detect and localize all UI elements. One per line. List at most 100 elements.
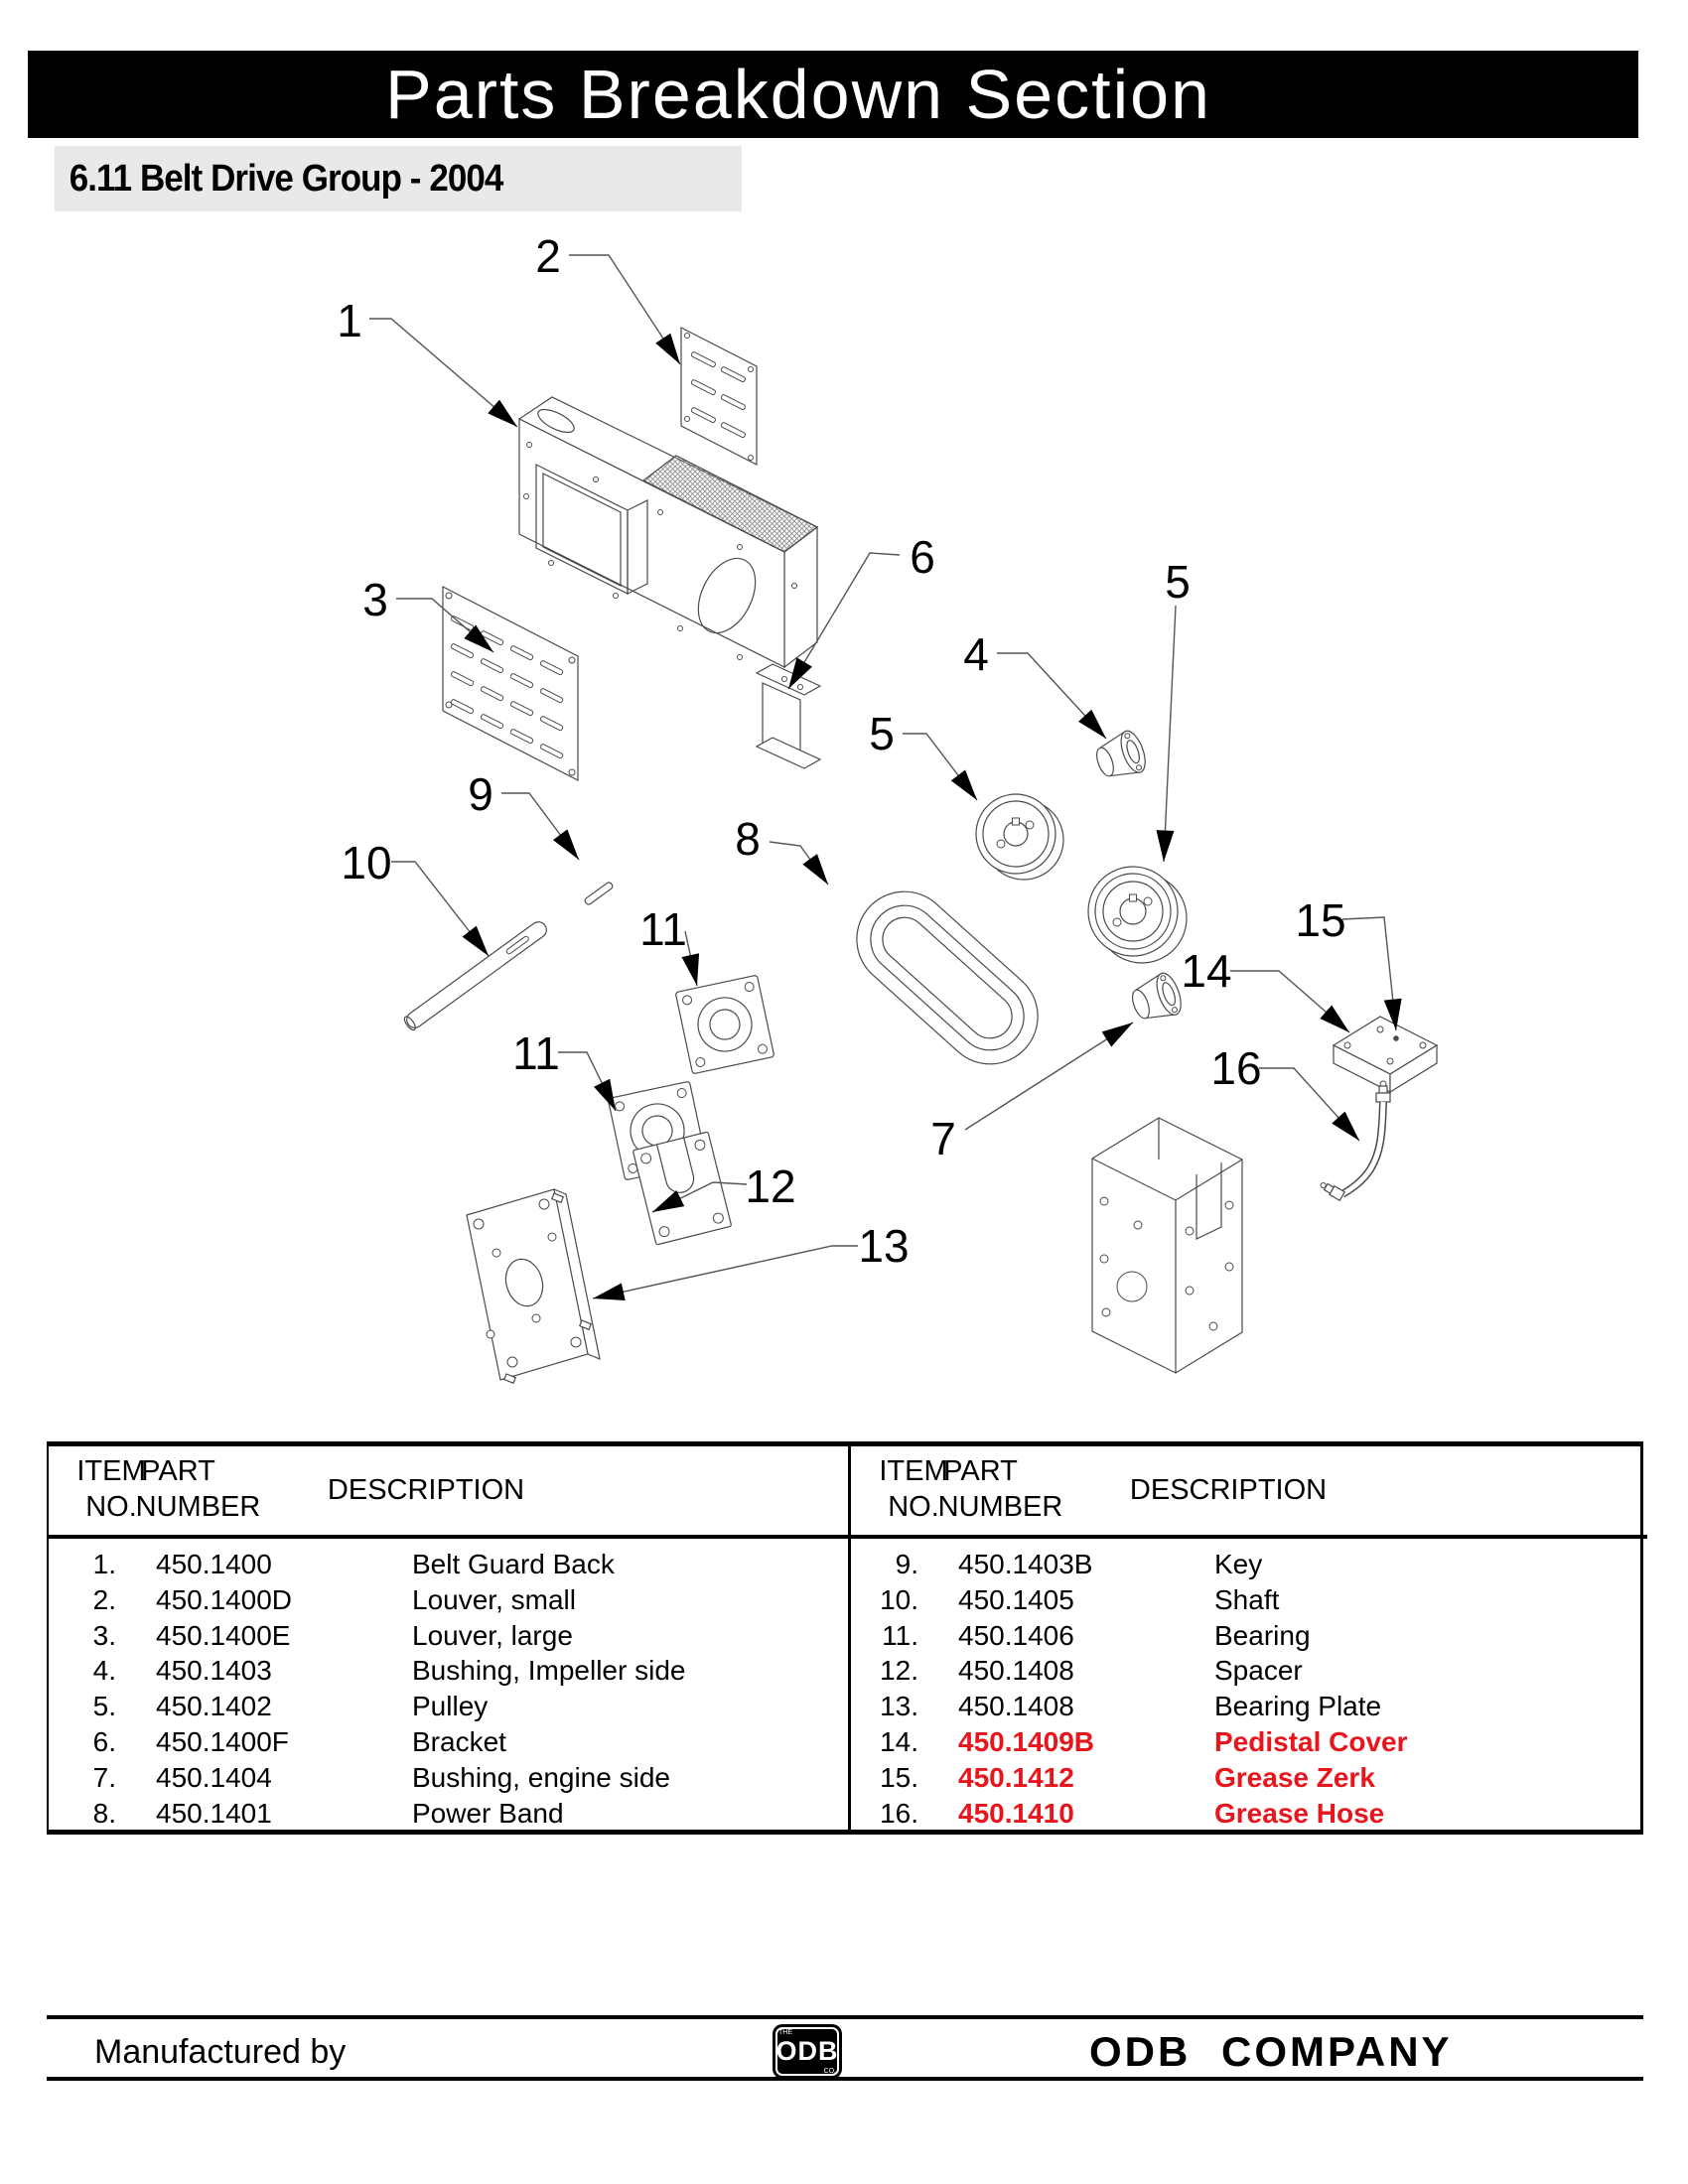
item-no-cell: 15.: [880, 1761, 918, 1793]
parts-table-left: ITEM NO. PART NUMBER DESCRIPTION 1. 450.1…: [49, 1446, 848, 1830]
description-cell: Louver, small: [412, 1583, 576, 1615]
grease-zerk-part: [1393, 1035, 1399, 1041]
footer: Manufactured by THE ODB CO. ODB COMPANY: [47, 2015, 1643, 2081]
odb-logo: THE ODB CO.: [773, 2024, 842, 2079]
description-cell: Pedistal Cover: [1214, 1725, 1408, 1757]
bolt-holes: [523, 442, 797, 660]
callout-5: 5: [869, 708, 978, 801]
louver-slots: [450, 615, 564, 759]
part-number-cell: 450.1408: [958, 1655, 1074, 1687]
description-cell: Bearing: [1214, 1619, 1311, 1651]
table-row: 4. 450.1403 Bushing, Impeller side: [49, 1653, 848, 1689]
part-number-cell: 450.1404: [156, 1761, 272, 1793]
part-number-cell: 450.1402: [156, 1691, 272, 1722]
item-no-cell: 16.: [880, 1797, 918, 1829]
item-no-cell: 2.: [92, 1583, 116, 1615]
description-cell: Bushing, Impeller side: [412, 1655, 686, 1687]
callout-16: 16: [1210, 1042, 1360, 1142]
svg-text:15: 15: [1295, 894, 1345, 946]
description-cell: Grease Hose: [1214, 1797, 1385, 1829]
part-number-cell: 450.1408: [958, 1691, 1074, 1722]
callout-1: 1: [337, 295, 518, 428]
description-cell: Louver, large: [412, 1619, 573, 1651]
col-desc-header: DESCRIPTION: [1129, 1474, 1328, 1506]
section-title: 6.11 Belt Drive Group - 2004: [69, 157, 504, 200]
svg-text:14: 14: [1181, 945, 1231, 997]
svg-text:16: 16: [1210, 1042, 1261, 1094]
svg-text:2: 2: [535, 230, 561, 282]
part-number-cell: 450.1403: [156, 1655, 272, 1687]
description-cell: Belt Guard Back: [412, 1549, 615, 1579]
spacer-part: [633, 1131, 732, 1246]
part-number-cell: 450.1400D: [156, 1583, 293, 1615]
louver-small-part: [680, 327, 758, 466]
part-number-cell: 450.1401: [156, 1797, 272, 1829]
bushing-impeller-part: [1096, 730, 1146, 777]
svg-text:1: 1: [337, 295, 362, 346]
parts-table-right: ITEM NO. PART NUMBER DESCRIPTION 9.450.1…: [848, 1446, 1647, 1830]
part-number-cell: 450.1409B: [958, 1725, 1095, 1757]
table-row: 1. 450.1400 Belt Guard Back: [49, 1547, 848, 1582]
power-band-part: [856, 890, 1039, 1065]
item-no-cell: 3.: [92, 1619, 116, 1651]
svg-text:12: 12: [745, 1160, 795, 1212]
callout-11: 11: [639, 903, 700, 987]
table-row: 7. 450.1404 Bushing, engine side: [49, 1760, 848, 1796]
callout-7: 7: [930, 1022, 1134, 1164]
company-name: ODB COMPANY: [1089, 2028, 1453, 2075]
description-cell: Bearing Plate: [1214, 1691, 1382, 1722]
page-title-bar: Parts Breakdown Section: [28, 51, 1638, 138]
svg-text:6: 6: [910, 531, 935, 583]
callout-13: 13: [592, 1220, 910, 1301]
key-part: [584, 882, 614, 905]
callout-11: 11: [512, 1027, 617, 1112]
item-no-cell: 1.: [92, 1549, 116, 1579]
col-part-header: PART: [943, 1455, 1018, 1487]
manufactured-by-label: Manufactured by: [94, 2033, 347, 2071]
svg-text:11: 11: [639, 903, 687, 955]
svg-text:4: 4: [963, 628, 989, 680]
svg-text:8: 8: [735, 813, 761, 865]
table-header-left: ITEM NO. PART NUMBER DESCRIPTION: [49, 1446, 848, 1539]
svg-text:11: 11: [512, 1027, 560, 1079]
svg-text:13: 13: [858, 1220, 909, 1272]
callout-9: 9: [468, 768, 580, 861]
table-header-right: ITEM NO. PART NUMBER DESCRIPTION: [851, 1446, 1647, 1539]
table-row: 2. 450.1400D Louver, small: [49, 1582, 848, 1618]
table-row: 8. 450.1401 Power Band: [49, 1796, 848, 1832]
table-row: 14. 450.1409B Pedistal Cover: [851, 1724, 1647, 1760]
page-title: Parts Breakdown Section: [385, 56, 1211, 133]
item-no-cell: 14.: [880, 1725, 918, 1757]
description-cell: Bracket: [412, 1725, 506, 1757]
description-cell: Key: [1214, 1549, 1263, 1579]
description-cell: Spacer: [1214, 1655, 1303, 1687]
pulley-large-part: [1087, 866, 1188, 964]
table-rows-left: 1. 450.1400 Belt Guard Back 2. 450.1400D Louv…: [49, 1547, 848, 1831]
svg-text:7: 7: [930, 1113, 956, 1164]
louver-large-part: [442, 586, 579, 781]
svg-text:10: 10: [341, 837, 391, 888]
col-item-header: ITEM: [76, 1455, 146, 1487]
description-cell: Grease Zerk: [1214, 1761, 1375, 1793]
callout-10: 10: [341, 837, 490, 957]
item-no-cell: 7.: [92, 1761, 116, 1793]
item-no-cell: 10.: [880, 1583, 918, 1615]
pulley-small-part: [975, 793, 1064, 881]
description-cell: Bushing, engine side: [412, 1761, 670, 1793]
part-number-cell: 450.1400: [156, 1549, 272, 1579]
description-cell: Power Band: [412, 1797, 564, 1829]
part-number-cell: 450.1400F: [156, 1725, 289, 1757]
item-no-cell: 4.: [92, 1655, 116, 1687]
section-header: 6.11 Belt Drive Group - 2004: [55, 146, 742, 211]
item-no-cell: 8.: [92, 1797, 116, 1829]
col-part-header: PART: [141, 1455, 215, 1487]
callout-3: 3: [362, 574, 494, 653]
